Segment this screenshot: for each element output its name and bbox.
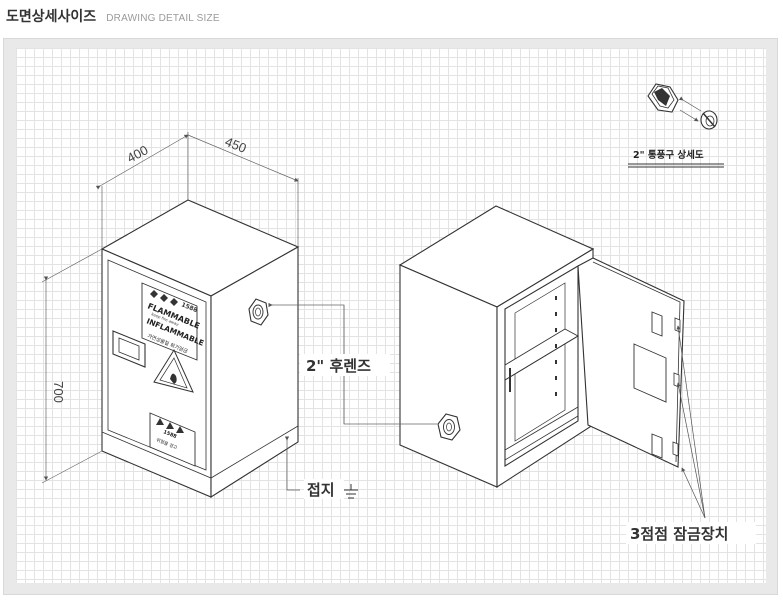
warning-triangle-icon <box>153 348 194 393</box>
right-cabinet <box>398 205 595 489</box>
left-cabinet-door <box>107 259 207 471</box>
vent-detail-title: 2" 통풍구 상세도 <box>633 149 704 161</box>
right-vent-icon <box>437 413 461 441</box>
ground-symbol-icon <box>344 484 358 499</box>
dimension-lines <box>41 132 299 484</box>
page-title: 도면상세사이즈 <box>6 9 97 25</box>
interior-shelf <box>504 328 579 381</box>
vent-detail-underline <box>628 163 724 168</box>
vent-detail-drawing <box>647 83 718 130</box>
hazard-diamonds <box>150 290 178 306</box>
dimension-width: 450 <box>223 134 249 156</box>
vent-detail-arrows <box>678 96 702 122</box>
left-cabinet-side <box>210 246 299 498</box>
door-panel <box>633 343 667 403</box>
lock-leader-lines <box>676 325 706 519</box>
warning-notice-panel <box>149 412 196 467</box>
ground-callout-label: 접지 <box>307 481 335 499</box>
flammable-sign <box>141 282 198 361</box>
dimension-depth: 400 <box>124 142 150 165</box>
notice-number: 1588 <box>162 429 178 440</box>
dimension-height: 700 <box>51 381 66 403</box>
left-cabinet <box>100 199 300 498</box>
vent-callout-label: 2" 후렌즈 <box>306 357 371 375</box>
page-header: 도면상세사이즈 DRAWING DETAIL SIZE <box>6 6 220 26</box>
open-door <box>577 257 685 468</box>
right-cabinet-interior <box>504 265 579 467</box>
page-subtitle: DRAWING DETAIL SIZE <box>106 13 220 24</box>
lock-callout-label: 3점점 잠금장치 <box>630 525 728 543</box>
left-vent-icon <box>248 298 269 326</box>
